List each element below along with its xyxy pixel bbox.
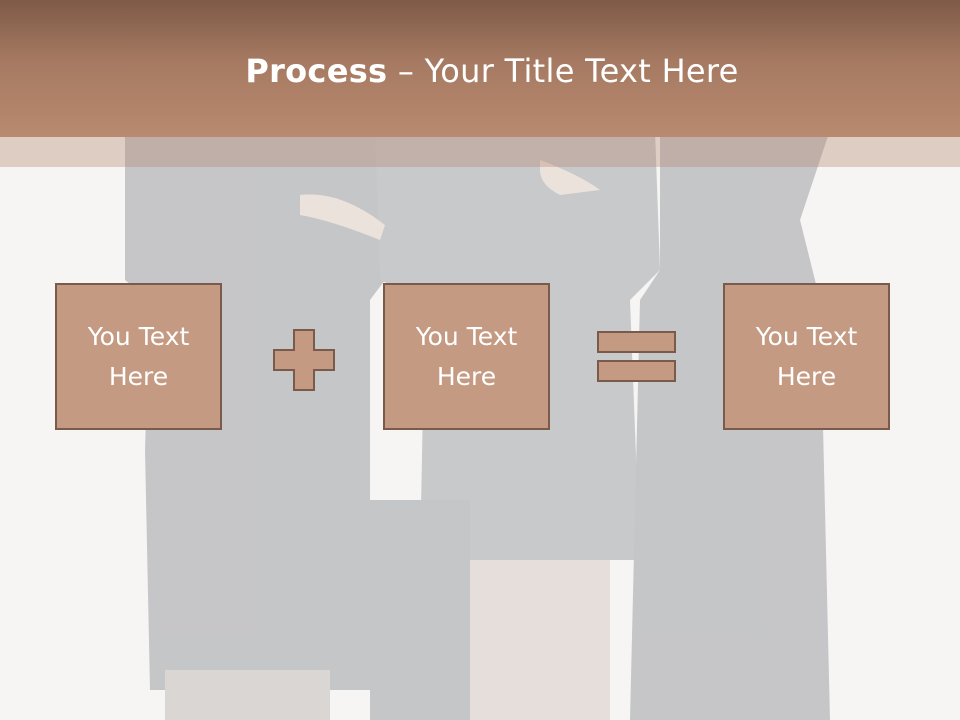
title-bar-strip xyxy=(0,137,960,167)
slide-title: Process – Your Title Text Here xyxy=(0,52,960,90)
process-box-3-text: You Text Here xyxy=(755,321,858,391)
title-bar xyxy=(0,0,960,137)
plus-icon xyxy=(273,329,335,391)
title-bold: Process xyxy=(245,52,388,90)
process-box-1[interactable]: You Text Here xyxy=(55,283,222,430)
process-box-1-text: You Text Here xyxy=(87,321,190,391)
process-box-3[interactable]: You Text Here xyxy=(723,283,890,430)
process-box-2-text: You Text Here xyxy=(415,321,518,391)
equals-icon xyxy=(597,331,676,382)
title-rest: – Your Title Text Here xyxy=(387,52,739,90)
process-box-2[interactable]: You Text Here xyxy=(383,283,550,430)
